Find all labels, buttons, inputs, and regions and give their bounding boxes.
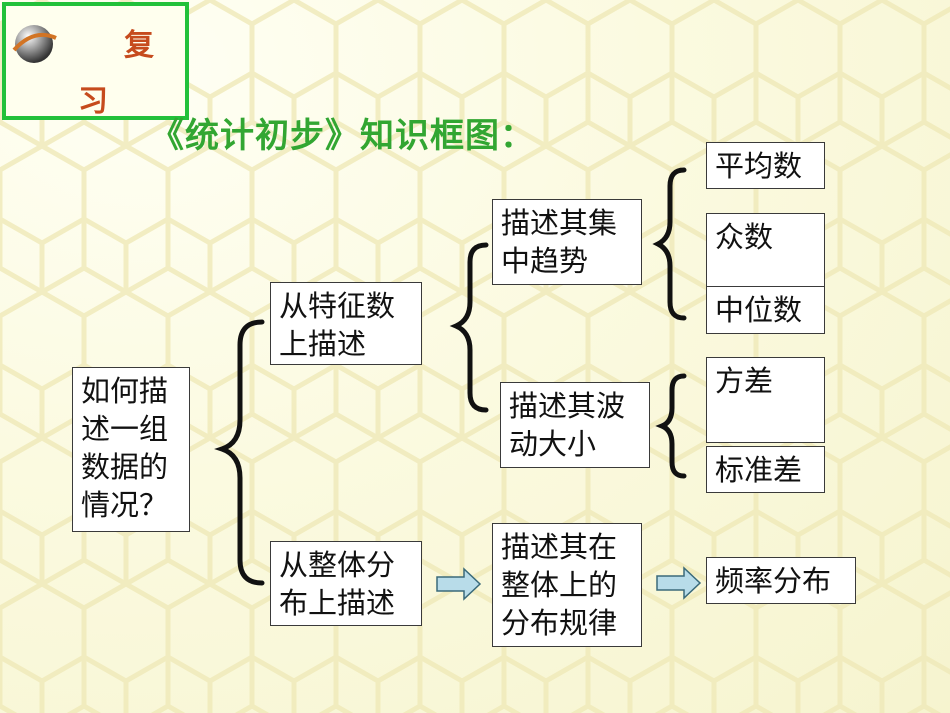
badge-char-1: 复 [124,28,154,63]
brace-root [214,319,265,586]
badge-char-2: 习 [78,84,108,119]
arrow-to-frequency [656,566,702,600]
node-median: 中位数 [706,286,825,334]
arrow-to-distribution [436,567,482,601]
node-variance: 方差 [706,357,825,443]
node-distribution: 描述其在整体上的分布规律 [492,523,642,647]
node-feature: 从特征数上描述 [270,282,422,365]
brace-spread [655,373,687,479]
brace-central [652,167,687,321]
page-title: 《统计初步》知识框图： [150,116,535,156]
node-spread: 描述其波动大小 [500,382,650,468]
node-central: 描述其集中趋势 [492,199,642,285]
node-root: 如何描述一组数据的情况？ [72,367,190,532]
brace-feature [449,242,489,413]
node-frequency: 频率分布 [706,557,856,604]
review-badge: 复 习 [2,2,189,120]
node-mean: 平均数 [706,142,825,189]
node-mode: 众数 [706,213,825,295]
node-overall: 从整体分布上描述 [270,541,422,626]
node-stddev: 标准差 [706,446,825,493]
globe-icon [12,25,57,63]
